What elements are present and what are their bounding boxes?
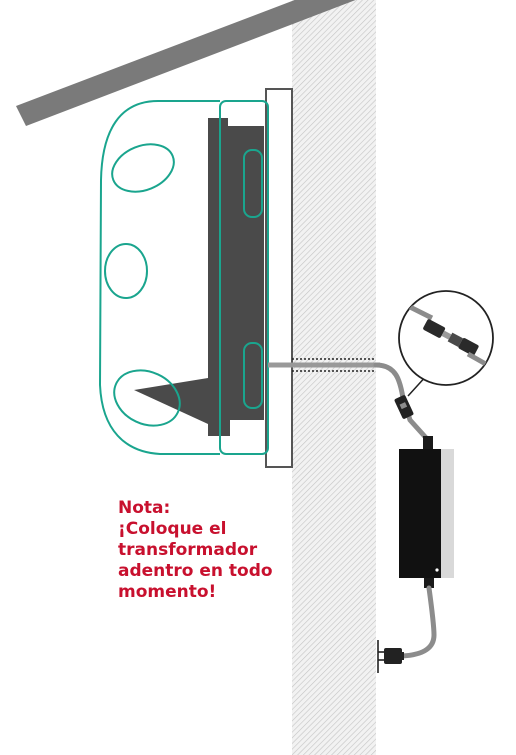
warning-note: Nota: ¡Coloque el transformador adentro …: [118, 498, 308, 603]
roof: [16, 0, 356, 126]
wall: [292, 0, 376, 755]
note-line-4: momento!: [118, 582, 217, 602]
wall-plug: [377, 640, 404, 673]
cable-connector: [394, 395, 414, 419]
transformer: [399, 449, 454, 588]
charger-outline: [98, 100, 269, 455]
note-heading: Nota:: [118, 498, 171, 518]
wall-penetration: [268, 358, 380, 372]
note-line-2: transformador: [118, 540, 258, 560]
cable-lower: [399, 585, 437, 659]
note-line-3: adentro en todo: [118, 561, 273, 581]
note-line-1: ¡Coloque el: [118, 519, 227, 539]
mounting-bracket: [134, 118, 264, 436]
wall-plate: [265, 88, 293, 468]
connector-magnifier: [398, 290, 494, 386]
